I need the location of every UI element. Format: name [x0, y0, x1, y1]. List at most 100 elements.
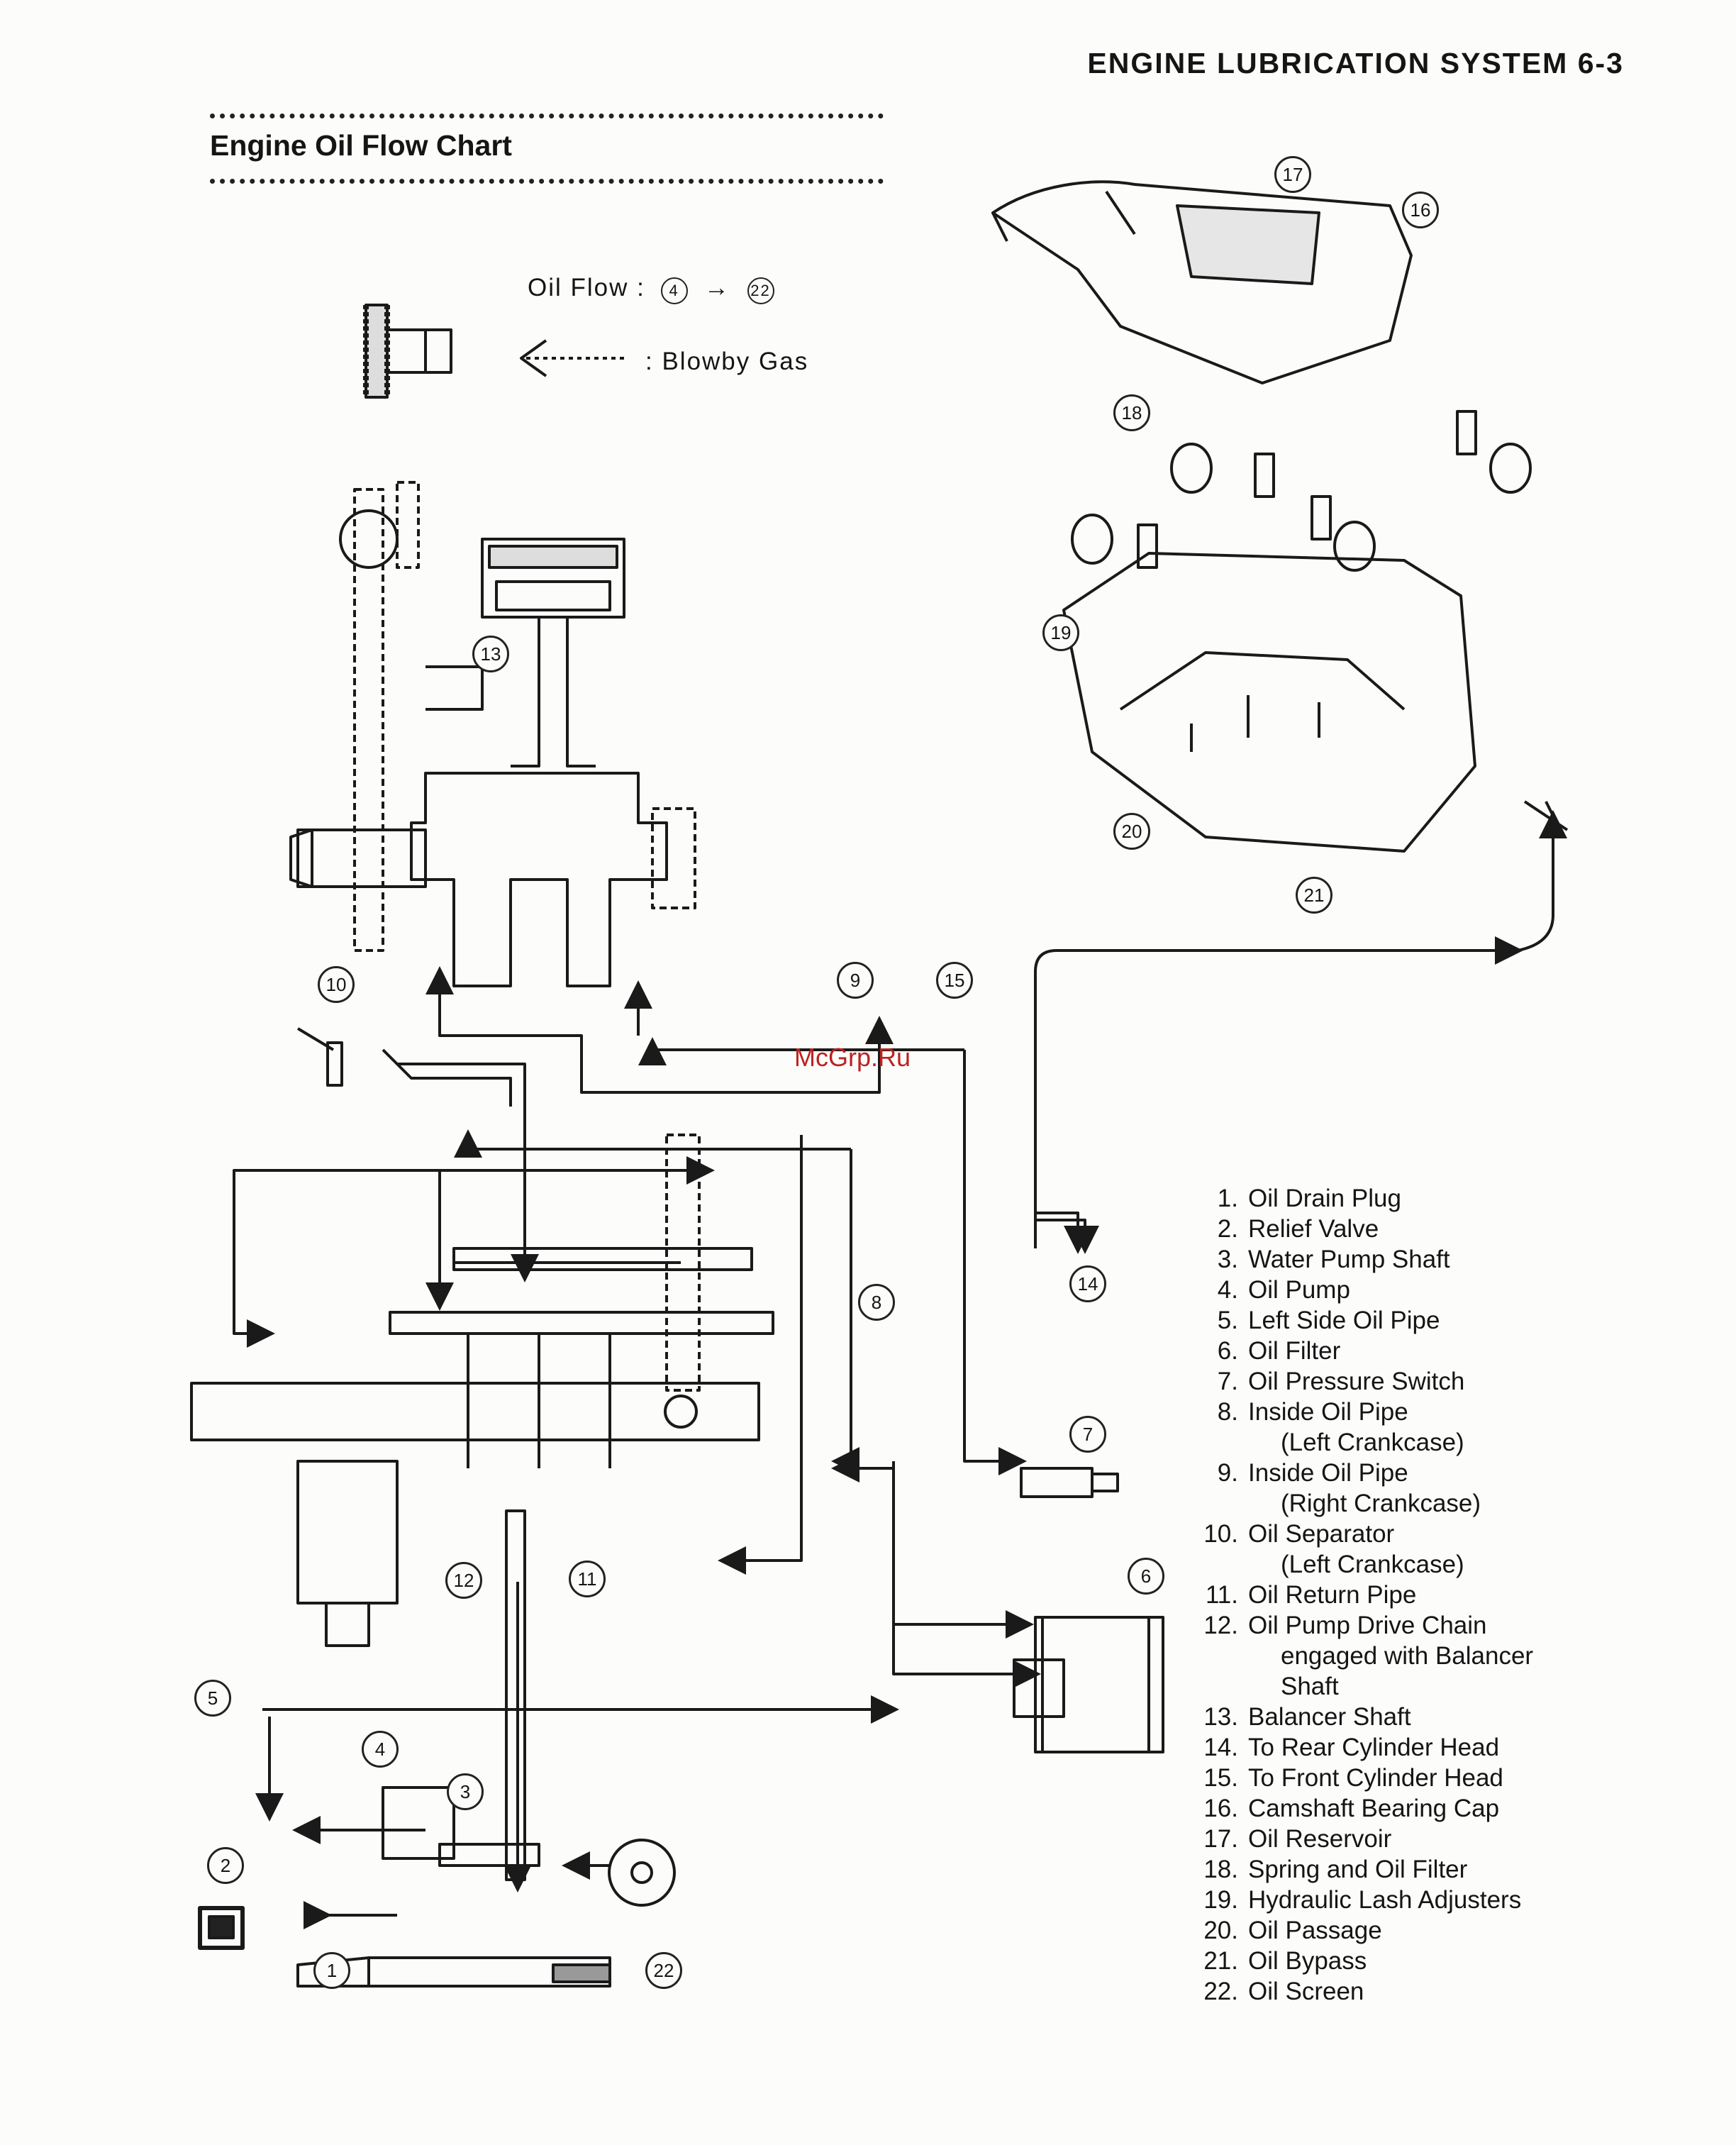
part-name: To Rear Cylinder Head: [1248, 1734, 1500, 1761]
part-name: Oil Pump Drive Chain: [1248, 1612, 1487, 1639]
part-number: 20.: [1203, 1917, 1238, 1944]
callout-18: 18: [1113, 394, 1150, 431]
callout-12: 12: [445, 1562, 482, 1599]
callout-17: 17: [1274, 156, 1311, 193]
oil-return-pipe: [505, 1509, 526, 1881]
callout-19: 19: [1042, 614, 1079, 651]
parts-list-item: 11. Oil Return Pipe: [1184, 1580, 1533, 1610]
part-number: 12.: [1203, 1612, 1238, 1639]
parts-list-item: 4. Oil Pump: [1184, 1275, 1533, 1305]
callout-3: 3: [447, 1773, 484, 1810]
oil-pressure-switch: [1020, 1467, 1119, 1498]
part-number: 8.: [1217, 1398, 1238, 1426]
parts-list-item: 18. Spring and Oil Filter: [1184, 1854, 1533, 1885]
parts-list-item: 14. To Rear Cylinder Head: [1184, 1732, 1533, 1763]
lash-adjusters: [1071, 410, 1532, 572]
title-rule-top: [210, 113, 884, 118]
part-number: 16.: [1203, 1795, 1238, 1822]
part-number: 10.: [1203, 1520, 1238, 1548]
part-name: Camshaft Bearing Cap: [1248, 1795, 1500, 1822]
parts-list-item: 22.Oil Screen: [1184, 1976, 1533, 2007]
part-name: Oil Return Pipe: [1248, 1581, 1417, 1609]
part-number: 17.: [1203, 1825, 1238, 1853]
part-name-continuation: (Right Crankcase): [1281, 1490, 1481, 1517]
oil-separator: [296, 1027, 512, 1107]
part-name: Oil Bypass: [1248, 1947, 1367, 1975]
part-number: 21.: [1203, 1947, 1238, 1975]
part-number: 2.: [1217, 1215, 1238, 1243]
chart-title: Engine Oil Flow Chart: [210, 129, 512, 162]
callout-20: 20: [1113, 813, 1150, 850]
part-name: Water Pump Shaft: [1248, 1246, 1450, 1273]
parts-list-item: 6.Oil Filter: [1184, 1336, 1533, 1366]
parts-list-item: 12. Oil Pump Drive Chain engaged with Bala…: [1184, 1610, 1533, 1702]
part-number: 15.: [1203, 1764, 1238, 1792]
part-name: Left Side Oil Pipe: [1248, 1307, 1440, 1334]
part-name: Oil Pump: [1248, 1276, 1350, 1304]
part-number: 3.: [1217, 1246, 1238, 1273]
watermark-text: McGrp.Ru: [794, 1043, 911, 1072]
parts-list-item: 5. Left Side Oil Pipe: [1184, 1305, 1533, 1336]
callout-7: 7: [1069, 1416, 1106, 1453]
callout-1: 1: [313, 1952, 350, 1989]
crankshaft-assembly: [289, 481, 696, 987]
part-number: 11.: [1205, 1581, 1238, 1609]
relief-valve: [198, 1906, 245, 1950]
parts-list-item: 19.Hydraulic Lash Adjusters: [1184, 1885, 1533, 1915]
parts-list-item: 10. Oil Separator (Left Crankcase): [1184, 1519, 1533, 1580]
oil-filter: [1013, 1616, 1164, 1753]
oil-pump: [382, 1786, 676, 1907]
oil-flow-from: 4: [660, 277, 688, 304]
part-name: Oil Drain Plug: [1248, 1185, 1401, 1212]
part-name: Oil Reservoir: [1248, 1825, 1392, 1853]
legend-sprocket-icon: [363, 304, 452, 399]
callout-8: 8: [858, 1284, 895, 1321]
part-number: 5.: [1217, 1307, 1238, 1334]
part-number: 22.: [1203, 1978, 1238, 2005]
part-name-continuation: engaged with Balancer: [1281, 1642, 1534, 1670]
callout-6: 6: [1128, 1558, 1164, 1595]
parts-list-item: 8. Inside Oil Pipe (Left Crankcase): [1184, 1397, 1533, 1458]
callout-22: 22: [645, 1952, 682, 1989]
transmission: [190, 1134, 774, 1647]
callout-5: 5: [194, 1680, 231, 1717]
part-name: Inside Oil Pipe: [1248, 1398, 1408, 1426]
callout-15: 15: [936, 962, 973, 999]
arrow-right-icon: →: [696, 274, 739, 301]
callout-13: 13: [472, 636, 509, 672]
callout-16: 16: [1402, 192, 1439, 228]
oil-flow-label: Oil Flow :: [528, 274, 645, 301]
part-name: Spring and Oil Filter: [1248, 1856, 1468, 1883]
part-name-continuation: (Left Crankcase): [1281, 1429, 1464, 1456]
oil-flow-to: 22: [747, 277, 774, 304]
part-name: Inside Oil Pipe: [1248, 1459, 1408, 1487]
callout-10: 10: [318, 966, 355, 1003]
part-name: Relief Valve: [1248, 1215, 1379, 1243]
part-name: Oil Passage: [1248, 1917, 1382, 1944]
part-number: 13.: [1203, 1703, 1238, 1731]
part-number: 19.: [1203, 1886, 1238, 1914]
blowby-legend: : Blowby Gas: [645, 348, 809, 375]
part-number: 18.: [1203, 1856, 1238, 1883]
part-number: 4.: [1217, 1276, 1238, 1304]
parts-list-item: 21. Oil Bypass: [1184, 1946, 1533, 1976]
oil-passages: [233, 810, 1567, 1929]
rear-head-feed: [1035, 1219, 1099, 1254]
parts-list-item: 16. Camshaft Bearing Cap: [1184, 1793, 1533, 1824]
callout-11: 11: [569, 1561, 606, 1597]
part-name: Balancer Shaft: [1248, 1703, 1411, 1731]
front-head-feed: [1523, 800, 1569, 831]
part-number: 6.: [1217, 1337, 1238, 1365]
parts-list-item: 9.Inside Oil Pipe(Right Crankcase): [1184, 1458, 1533, 1519]
part-name-continuation: (Left Crankcase): [1281, 1551, 1464, 1578]
part-number: 14.: [1203, 1734, 1238, 1761]
part-name: Oil Separator: [1248, 1520, 1395, 1548]
callout-4: 4: [362, 1731, 399, 1768]
callout-2: 2: [207, 1847, 244, 1884]
part-number: 7.: [1217, 1368, 1238, 1395]
part-name: To Front Cylinder Head: [1248, 1764, 1503, 1792]
part-name-continuation: Shaft: [1281, 1673, 1339, 1700]
